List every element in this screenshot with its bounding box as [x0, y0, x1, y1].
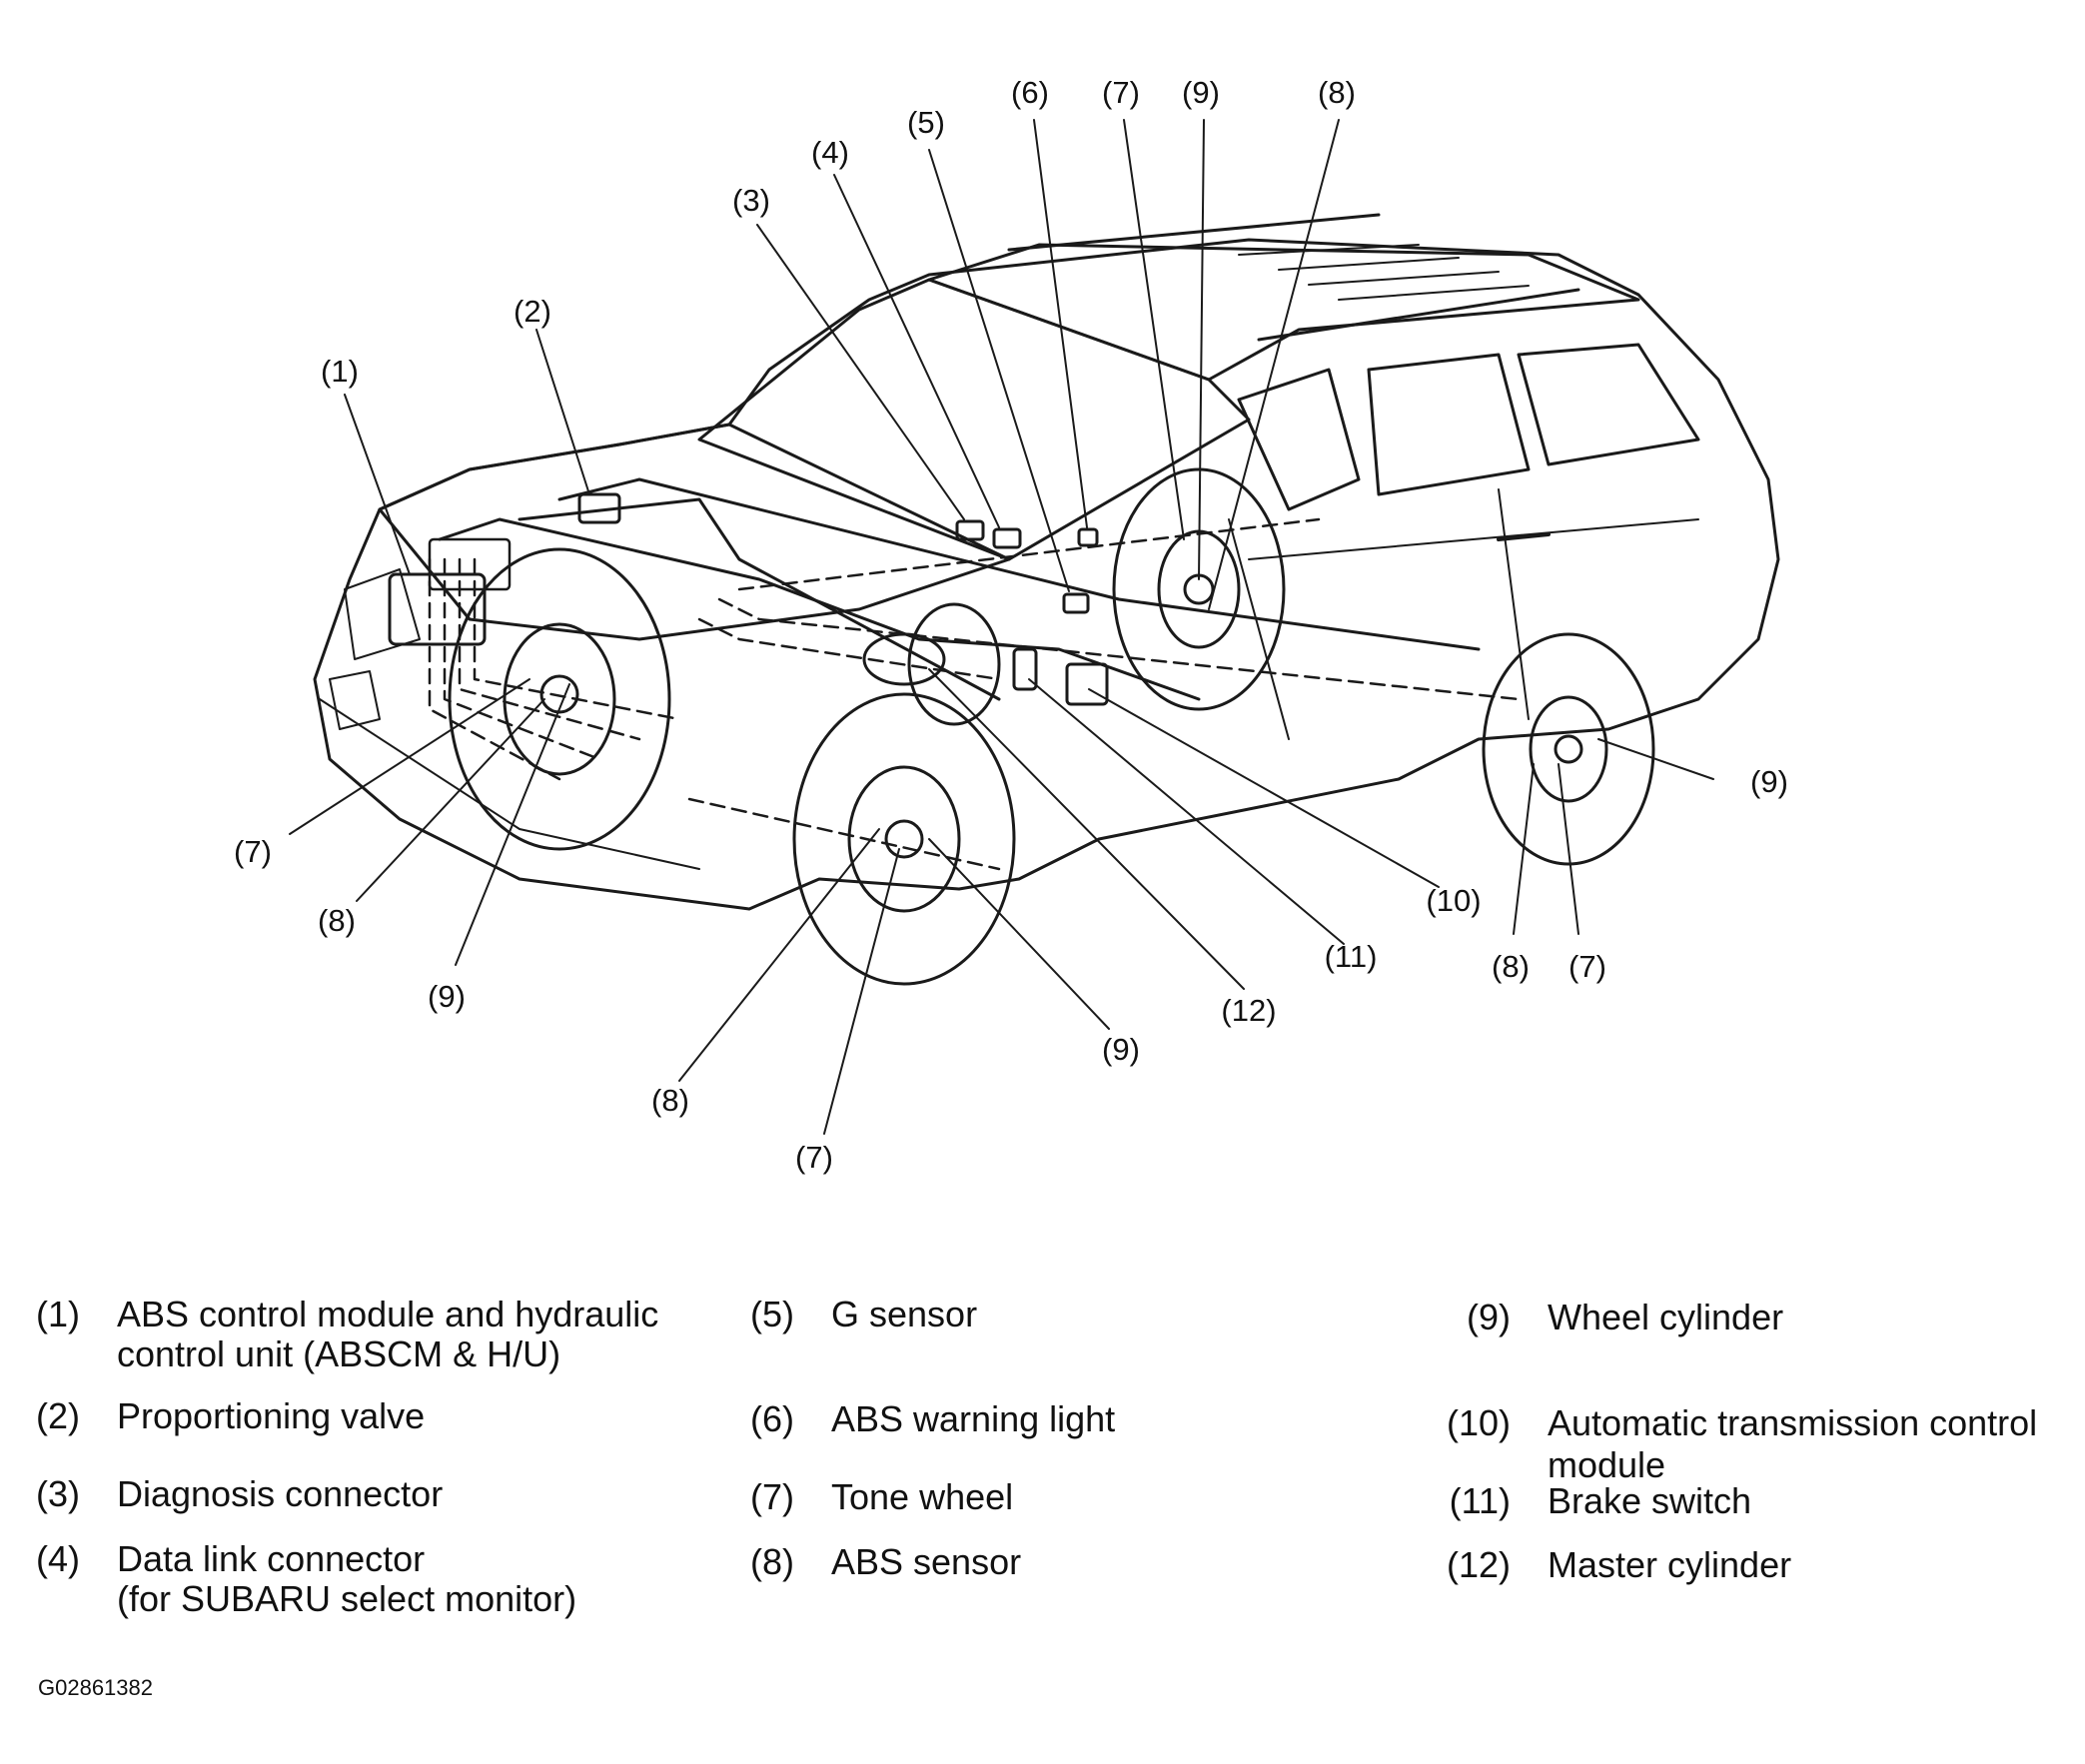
legend-text-4-line2: (for SUBARU select monitor): [117, 1578, 577, 1619]
side-window-middle: [1367, 353, 1531, 496]
callout-2: (2): [514, 294, 551, 329]
wheel-rear-right: [1482, 632, 1655, 866]
legend-text-8: ABS sensor: [831, 1541, 1022, 1582]
callout-3: (3): [732, 183, 770, 218]
figure-code: G02861382: [38, 1675, 153, 1700]
legend-num-4: (4): [36, 1538, 80, 1579]
callout-8-top: (8): [1318, 75, 1356, 110]
legend-text-7: Tone wheel: [831, 1476, 1014, 1517]
door-lines: [1228, 488, 1699, 740]
callout-4: (4): [811, 135, 849, 170]
callout-1: (1): [321, 354, 359, 389]
side-window-front: [1237, 368, 1361, 511]
callout-7-rear: (7): [1568, 949, 1606, 984]
legend-num-12: (12): [1446, 1544, 1511, 1585]
diagnosis-connector: [955, 519, 985, 541]
brake-pipes: [438, 477, 1481, 701]
callout-9-front-right: (9): [1102, 1032, 1140, 1067]
data-link-connector: [992, 527, 1022, 549]
legend-num-3: (3): [36, 1473, 80, 1514]
callout-9-top: (9): [1182, 75, 1220, 110]
callout-7-front-right: (7): [795, 1140, 833, 1175]
callout-8-front-right: (8): [651, 1083, 689, 1118]
component-legend: (1) ABS control module and hydraulic con…: [0, 1269, 2085, 1698]
legend-text-1-line2: control unit (ABSCM & H/U): [117, 1333, 561, 1374]
legend-text-10-line2: module: [1548, 1444, 1666, 1485]
callout-6: (6): [1011, 75, 1049, 110]
legend-num-11: (11): [1449, 1480, 1511, 1521]
master-cylinder: [862, 632, 946, 686]
legend-num-6: (6): [750, 1398, 794, 1439]
legend-text-4-line1: Data link connector: [117, 1538, 426, 1579]
car-roof: [927, 243, 1640, 382]
side-window-rear: [1517, 343, 1700, 466]
legend-text-6: ABS warning light: [831, 1398, 1116, 1439]
transmission-control-module: [1065, 662, 1109, 706]
car-illustration: [289, 119, 1780, 1135]
abs-warning-light: [1077, 527, 1099, 547]
legend-num-2: (2): [36, 1395, 80, 1436]
front-bumper: [319, 698, 700, 870]
abs-control-module: [388, 572, 487, 646]
legend-num-5: (5): [750, 1294, 794, 1334]
legend-num-1: (1): [36, 1294, 80, 1334]
proportioning-valve: [577, 492, 621, 524]
legend-text-11: Brake switch: [1548, 1480, 1752, 1521]
callout-8-rear: (8): [1492, 949, 1530, 984]
roof-rail: [1007, 213, 1580, 342]
callout-5: (5): [907, 105, 945, 140]
callout-7-front-left: (7): [234, 834, 272, 869]
callout-10: (10): [1426, 883, 1482, 918]
legend-text-3: Diagnosis connector: [117, 1473, 444, 1514]
callout-8-front-left: (8): [318, 903, 356, 938]
g-sensor: [1062, 592, 1090, 614]
legend-text-10-line1: Automatic transmission control: [1548, 1402, 2038, 1443]
legend-num-9: (9): [1467, 1297, 1511, 1337]
car-body-outline: [313, 238, 1780, 911]
legend-num-7: (7): [750, 1476, 794, 1517]
front-grille: [329, 568, 421, 730]
callout-12: (12): [1221, 993, 1277, 1028]
legend-num-10: (10): [1446, 1402, 1511, 1443]
callout-11: (11): [1324, 939, 1378, 974]
callout-9-rear: (9): [1750, 764, 1788, 799]
legend-text-2: Proportioning valve: [117, 1395, 426, 1436]
wheel-front-left: [448, 547, 671, 851]
abs-hydraulic-unit: [428, 537, 512, 591]
leader-lines: [289, 119, 1714, 1135]
sunroof-slats: [1238, 244, 1530, 301]
door-handle: [1497, 532, 1551, 541]
legend-text-5: G sensor: [831, 1294, 978, 1334]
legend-text-9: Wheel cylinder: [1548, 1297, 1784, 1337]
callout-9-front-left: (9): [428, 979, 466, 1014]
brake-switch: [1012, 647, 1038, 691]
callout-7-top: (7): [1102, 75, 1140, 110]
wheel-front-right: [792, 692, 1016, 986]
legend-text-1-line1: ABS control module and hydraulic: [117, 1294, 659, 1334]
legend-text-12: Master cylinder: [1548, 1544, 1792, 1585]
brake-booster: [907, 602, 1001, 726]
legend-num-8: (8): [750, 1541, 794, 1582]
abs-component-diagram: (1) (2) (3) (4) (5) (6) (7) (9) (8) (7) …: [234, 75, 1788, 1175]
